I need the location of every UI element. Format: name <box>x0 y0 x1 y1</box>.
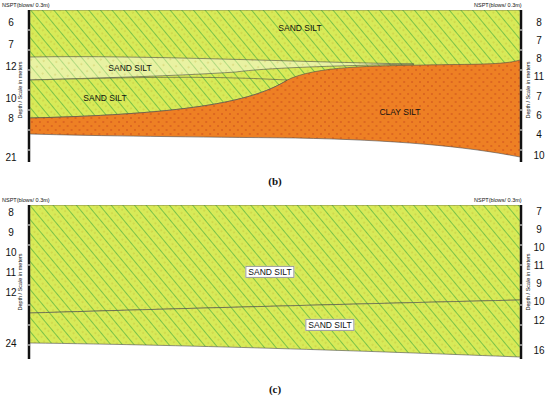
axis-title: Depth / Scale in meters <box>525 61 531 118</box>
nspt-value: 7 <box>536 91 542 102</box>
nspt-value: 11 <box>534 71 544 82</box>
axis-title: NSPT(blows/ 0.3m) <box>474 197 522 203</box>
axis-title: Depth / Scale in meters <box>17 61 23 118</box>
nspt-value: 4 <box>536 129 542 140</box>
nspt-value: 9 <box>536 224 542 235</box>
layer-label: SAND SILT <box>276 23 323 33</box>
axis-title: NSPT(blows/ 0.3m) <box>474 2 522 8</box>
nspt-value: 8 <box>8 207 14 218</box>
nspt-value: 10 <box>5 247 16 258</box>
axis-title: NSPT(blows/ 0.3m) <box>2 197 50 203</box>
soil-layer: SAND SILT <box>30 205 520 358</box>
nspt-value: 6 <box>8 17 14 28</box>
layer-shape <box>30 10 520 160</box>
layer-outline <box>30 60 520 157</box>
axis-title: NSPT(blows/ 0.3m) <box>2 2 50 8</box>
axis-title: Depth / Scale in meters <box>17 253 23 310</box>
panel-caption: (b) <box>268 175 281 187</box>
nspt-value: 6 <box>536 110 542 121</box>
layer-outline <box>30 300 520 357</box>
nspt-value: 10 <box>533 296 544 307</box>
layer-label: SAND SILT <box>81 93 128 103</box>
nspt-value: 9 <box>8 227 14 238</box>
layer-label: SAND SILT <box>245 266 294 278</box>
nspt-value: 11 <box>534 260 544 271</box>
panel-caption: (c) <box>269 383 281 395</box>
layer-shape <box>30 205 520 358</box>
layer-label: SAND SILT <box>305 319 354 331</box>
nspt-value: 10 <box>533 150 544 161</box>
nspt-value: 12 <box>533 315 544 326</box>
nspt-value: 8 <box>536 53 542 64</box>
layer-label: SAND SILT <box>106 63 153 73</box>
nspt-value: 8 <box>8 113 14 124</box>
nspt-value: 7 <box>8 39 14 50</box>
layer-label: CLAY SILT <box>377 107 422 117</box>
nspt-value: 21 <box>5 152 16 163</box>
nspt-value: 12 <box>5 61 16 72</box>
nspt-value: 10 <box>533 242 544 253</box>
nspt-value: 24 <box>5 338 16 349</box>
axis-title: Depth / Scale in meters <box>525 253 531 310</box>
nspt-value: 11 <box>6 267 16 278</box>
nspt-value: 12 <box>5 287 16 298</box>
nspt-value: 10 <box>5 93 16 104</box>
nspt-value: 16 <box>533 345 544 356</box>
depth-axis <box>29 10 521 359</box>
nspt-value: 9 <box>536 278 542 289</box>
nspt-value: 8 <box>536 17 542 28</box>
nspt-value: 7 <box>536 35 542 46</box>
nspt-value: 7 <box>536 206 542 217</box>
layer-outline <box>30 205 520 313</box>
soil-layer: CLAY SILT <box>30 10 520 160</box>
